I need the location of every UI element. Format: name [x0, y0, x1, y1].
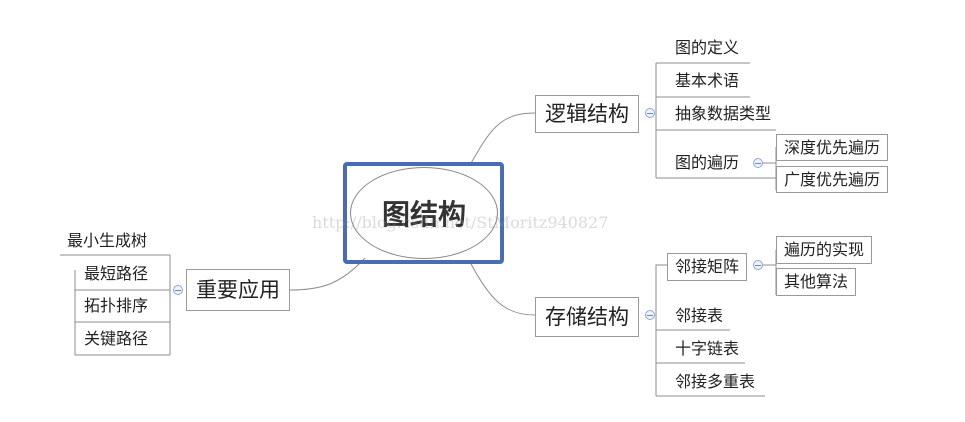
topic-minimum-spanning-tree-label: 最小生成树 — [67, 231, 148, 250]
topic-adjacency-matrix-label: 邻接矩阵 — [675, 257, 740, 276]
topic-traversal-implementation[interactable]: 遍历的实现 — [776, 236, 873, 264]
center-topic[interactable]: 图结构 — [350, 167, 498, 259]
collapse-matrix-icon[interactable] — [753, 260, 763, 270]
topic-graph-definition[interactable]: 图的定义 — [675, 38, 739, 58]
topic-adjacency-list[interactable]: 邻接表 — [675, 306, 723, 326]
topic-other-algorithms-label: 其他算法 — [784, 272, 849, 291]
topic-shortest-path[interactable]: 最短路径 — [84, 264, 148, 284]
topic-bfs-label: 广度优先遍历 — [784, 169, 881, 189]
topic-critical-path[interactable]: 关键路径 — [84, 329, 148, 349]
watermark: http://blog.csdn.net/StMoritz940827 — [312, 213, 609, 232]
topic-graph-traversal-label: 图的遍历 — [675, 153, 740, 172]
topic-topological-sort[interactable]: 拓扑排序 — [84, 296, 148, 316]
branch-important-applications[interactable]: 重要应用 — [186, 269, 290, 311]
collapse-storage-icon[interactable] — [645, 310, 655, 320]
topic-bfs[interactable]: 广度优先遍历 — [776, 166, 889, 193]
topic-adjacency-matrix[interactable]: 邻接矩阵 — [667, 253, 748, 281]
topic-orthogonal-list[interactable]: 十字链表 — [675, 339, 739, 359]
collapse-traversal-icon[interactable] — [753, 158, 763, 168]
topic-graph-traversal[interactable]: 图的遍历 — [675, 153, 739, 173]
topic-dfs-label: 深度优先遍历 — [784, 137, 881, 157]
branch-logic-structure[interactable]: 逻辑结构 — [535, 95, 639, 133]
topic-adjacency-multilist[interactable]: 邻接多重表 — [675, 372, 755, 392]
collapse-applications-icon[interactable] — [173, 285, 183, 295]
topic-basic-terms-label: 基本术语 — [675, 71, 740, 90]
topic-adjacency-multilist-label: 邻接多重表 — [675, 372, 756, 391]
center-topic-label: 图结构 — [381, 198, 466, 231]
topic-traversal-implementation-label: 遍历的实现 — [784, 240, 865, 259]
branch-logic-structure-label: 逻辑结构 — [545, 101, 629, 126]
topic-orthogonal-list-label: 十字链表 — [675, 339, 740, 358]
topic-other-algorithms[interactable]: 其他算法 — [776, 268, 857, 296]
branch-storage-structure[interactable]: 存储结构 — [535, 297, 639, 337]
collapse-logic-icon[interactable] — [645, 108, 655, 118]
topic-abstract-data-type-label: 抽象数据类型 — [675, 104, 772, 123]
topic-basic-terms[interactable]: 基本术语 — [675, 71, 739, 91]
topic-topological-sort-label: 拓扑排序 — [84, 296, 149, 315]
topic-minimum-spanning-tree[interactable]: 最小生成树 — [67, 231, 147, 251]
topic-critical-path-label: 关键路径 — [84, 329, 149, 348]
topic-abstract-data-type[interactable]: 抽象数据类型 — [675, 104, 771, 124]
branch-storage-structure-label: 存储结构 — [545, 304, 629, 329]
center-topic-frame[interactable] — [343, 162, 504, 264]
topic-dfs[interactable]: 深度优先遍历 — [776, 134, 889, 161]
branch-important-applications-label: 重要应用 — [196, 277, 280, 302]
topic-graph-definition-label: 图的定义 — [675, 38, 740, 57]
topic-adjacency-list-label: 邻接表 — [675, 306, 724, 325]
topic-shortest-path-label: 最短路径 — [84, 264, 149, 283]
